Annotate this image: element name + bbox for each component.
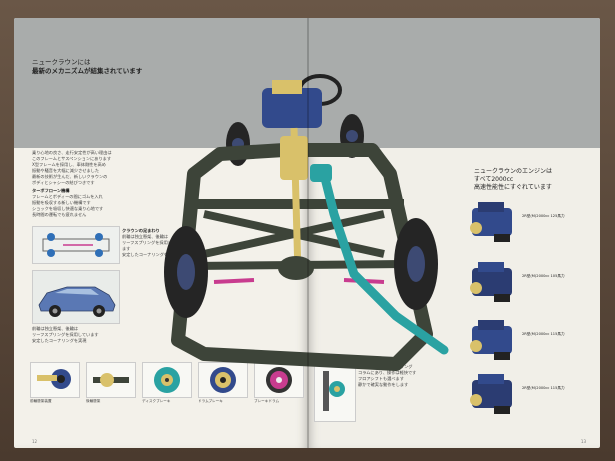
engine-illustration-3	[470, 320, 512, 360]
intro-line: 最新の技術が生んだ、新しいクラウンの	[32, 174, 108, 179]
heading-line-2: 最新のメカニズムが結集されています	[32, 67, 143, 75]
engine-heading: ニュークラウンのエンジンは すべて2000cc 高速性能性にすぐれています	[474, 168, 552, 192]
engine-heading-line-1: ニュークラウンのエンジンは	[474, 168, 553, 175]
engine-block-icon	[262, 88, 322, 128]
left-page: ニュークラウンには 最新のメカニズムが結集されています 乗り心地の良さ、走行安定…	[14, 18, 308, 448]
sub-text-line: リーフスプリングを採用しています	[122, 240, 181, 251]
caption-drum-brake: ドラムブレーキ	[198, 399, 223, 403]
gearshift-thumbnail	[314, 362, 356, 422]
engine-heading-line-2: すべて2000cc	[474, 176, 514, 183]
gutter	[307, 18, 309, 448]
page-number-right: 13	[580, 439, 586, 444]
brake-drum-thumbnail	[254, 362, 304, 398]
engine-illustration-1	[470, 202, 512, 242]
sub-text-line: フレームとボディーの間にゴムを入れ	[32, 194, 103, 199]
rear-suspension-thumbnail	[86, 362, 136, 398]
sub-text-line: リーフスプリングを採用しています	[32, 332, 99, 337]
heading-line-1: ニュークラウンには	[32, 58, 91, 66]
sub-text-line: 前輪は独立懸架、後輪は	[32, 326, 79, 331]
sub-text-line: 振動を吸収する新しい機構です	[32, 200, 91, 205]
chassis-illustration	[164, 74, 449, 371]
engine-heading-line-3: 高速性能性にすぐれています	[474, 184, 552, 191]
engine-label-4: 2R型(M)2000cc 115馬力	[522, 386, 565, 390]
sub-text-line: 安定したコーナリングを実現	[32, 338, 87, 343]
sub-text-line: 前輪は独立懸架、後輪は	[122, 234, 169, 239]
engine-illustration-4	[470, 374, 512, 414]
caption-front-suspension: 前輪懸架装置	[30, 399, 52, 403]
caption-disc-brake: ディスクブレーキ	[142, 399, 171, 403]
sub-text-line: 長時間の運転でも疲れません	[32, 212, 87, 217]
brochure-spread: ニュークラウンには 最新のメカニズムが結集されています 乗り心地の良さ、走行安定…	[14, 18, 600, 448]
intro-line: このフレームとサスペンションにあります	[32, 156, 112, 161]
intro-line: 振動や騒音を大幅に減少させました	[32, 168, 100, 173]
car-illustration	[32, 270, 120, 324]
intro-line: X型フレームを採用し、車体剛性を高め	[32, 162, 106, 167]
gearshift-line: コラムにあり、操作は軽快です	[358, 370, 417, 375]
front-suspension-thumbnail	[30, 362, 80, 398]
sub-text-line: 安定したコーナリングを実現	[122, 252, 177, 257]
sub-heading-1: ターボフローン機構	[32, 188, 70, 193]
intro-text: 乗り心地の良さ、走行安定性が高い理由は このフレームとサスペンションにあります …	[32, 150, 152, 218]
caption-rear-suspension: 後輪懸架	[86, 399, 101, 403]
gray-band	[14, 18, 308, 148]
engine-label-1: 2R型(M)2000cc 125馬力	[522, 214, 565, 218]
engine-label-2: 2R型(M)2000cc 105馬力	[522, 274, 565, 278]
intro-line: ボディとシャシーの結びつきです	[32, 180, 95, 185]
intro-line: 乗り心地の良さ、走行安定性が高い理由は	[32, 150, 112, 155]
engine-illustration-2	[470, 262, 512, 302]
drum-brake-thumbnail	[198, 362, 248, 398]
sub-text-line: ショックを吸収し快適な乗り心地です	[32, 206, 104, 211]
sub-heading-2: クラウンの足まわり	[122, 228, 160, 233]
lower-left-text: 前輪は独立懸架、後輪は リーフスプリングを採用しています 安定したコーナリングを…	[32, 326, 152, 344]
page-heading: ニュークラウンには 最新のメカニズムが結集されています	[32, 58, 142, 76]
right-page: ニュークラウンのエンジンは すべて2000cc 高速性能性にすぐれています 2R…	[308, 18, 600, 448]
engine-label-3: 2R型(M)2000cc 115馬力	[522, 332, 565, 336]
disc-brake-thumbnail	[142, 362, 192, 398]
caption-brake-drum: ブレーキドラム	[254, 399, 280, 403]
page-number-left: 12	[32, 439, 38, 444]
transmission-icon	[280, 136, 308, 180]
gearshift-line: 静かで確実な動作をします	[358, 382, 409, 387]
gearshift-line: フロアシフトも選べます	[358, 376, 404, 381]
suspension-text: クラウンの足まわり 前輪は独立懸架、後輪は リーフスプリングを採用しています 安…	[122, 228, 182, 258]
exhaust-pipe	[319, 169, 449, 355]
chassis-diagram-thumbnail	[32, 226, 120, 264]
